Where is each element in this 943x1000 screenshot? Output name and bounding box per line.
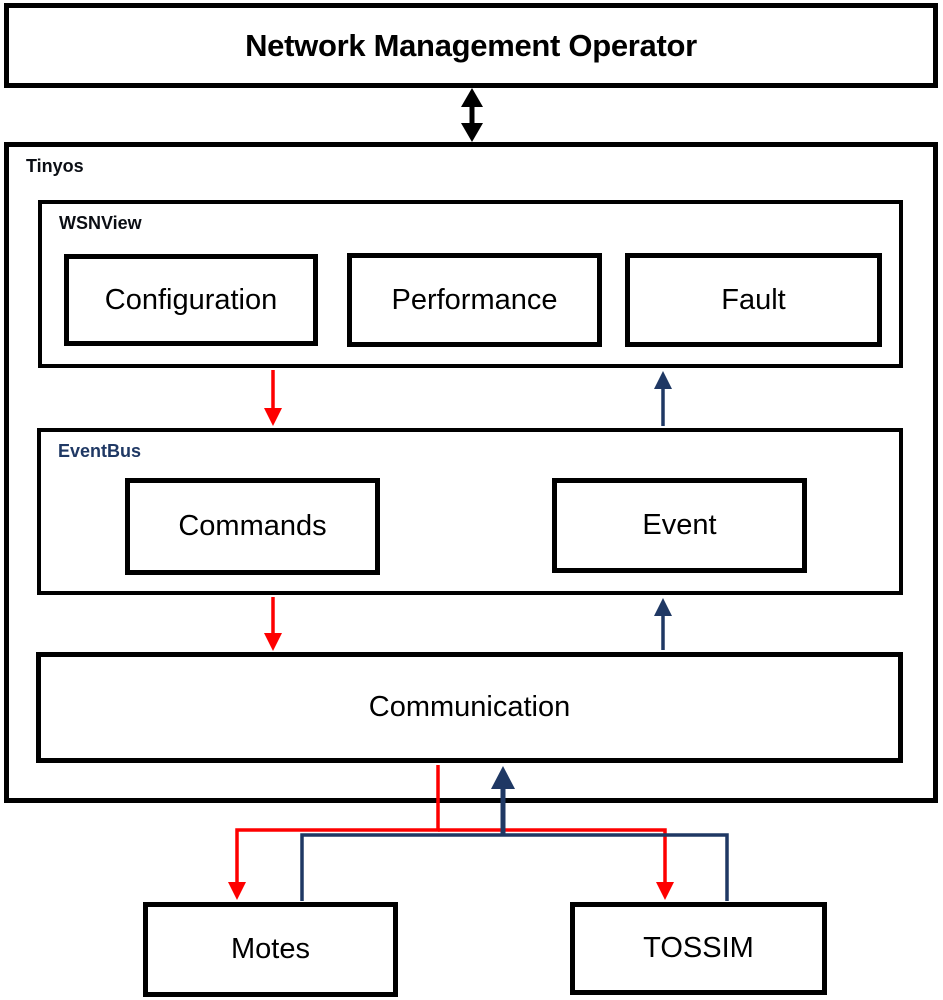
- network-management-operator-box: Network Management Operator: [4, 3, 938, 88]
- fault-box: Fault: [625, 253, 882, 347]
- communication-box: Communication: [36, 652, 903, 763]
- performance-label: Performance: [391, 283, 558, 316]
- motes-label: Motes: [231, 933, 310, 965]
- communication-label: Communication: [368, 691, 571, 723]
- configuration-label: Configuration: [104, 283, 278, 316]
- commands-box: Commands: [125, 478, 380, 575]
- event-label: Event: [642, 509, 717, 541]
- performance-box: Performance: [347, 253, 602, 347]
- tinyos-label: Tinyos: [26, 156, 84, 176]
- configuration-box: Configuration: [64, 254, 318, 346]
- operator-tinyos-double-arrow: [461, 88, 483, 142]
- tossim-box: TOSSIM: [570, 902, 827, 995]
- commands-label: Commands: [178, 510, 327, 542]
- eventbus-label: EventBus: [58, 441, 142, 461]
- wsnview-label: WSNView: [59, 213, 142, 233]
- event-box: Event: [552, 478, 807, 573]
- fault-label: Fault: [721, 283, 786, 316]
- tossim-label: TOSSIM: [643, 932, 754, 964]
- network-management-operator-label: Network Management Operator: [245, 27, 697, 63]
- motes-box: Motes: [143, 902, 398, 997]
